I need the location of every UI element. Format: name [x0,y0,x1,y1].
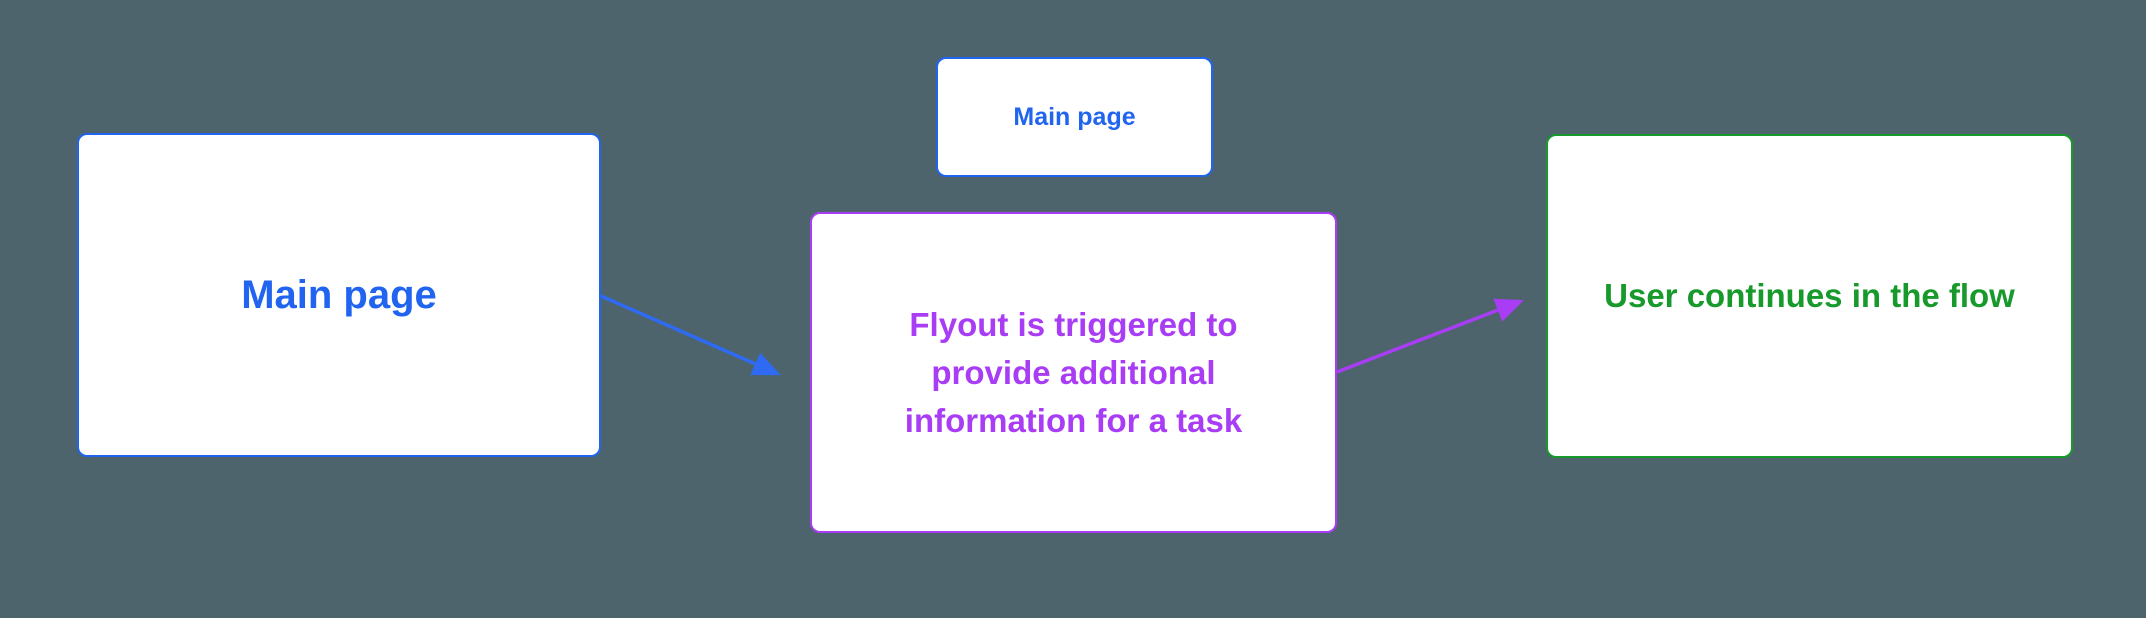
node-user-continues-label: User continues in the flow [1604,277,2015,314]
node-user-continues: User continues in the flow [1546,134,2073,458]
arrow-flyout-to-continue [1336,298,1524,374]
arrow-main-to-flyout [600,294,781,376]
node-main-page-small-label: Main page [1013,102,1136,131]
node-flyout-triggered: Flyout is triggered to provide additiona… [810,212,1337,533]
node-main-page-label: Main page [241,272,437,317]
node-main-page: Main page [77,133,601,457]
node-main-page-small: Main page [936,57,1213,177]
node-flyout-triggered-label: Flyout is triggered to provide additiona… [904,305,1243,439]
